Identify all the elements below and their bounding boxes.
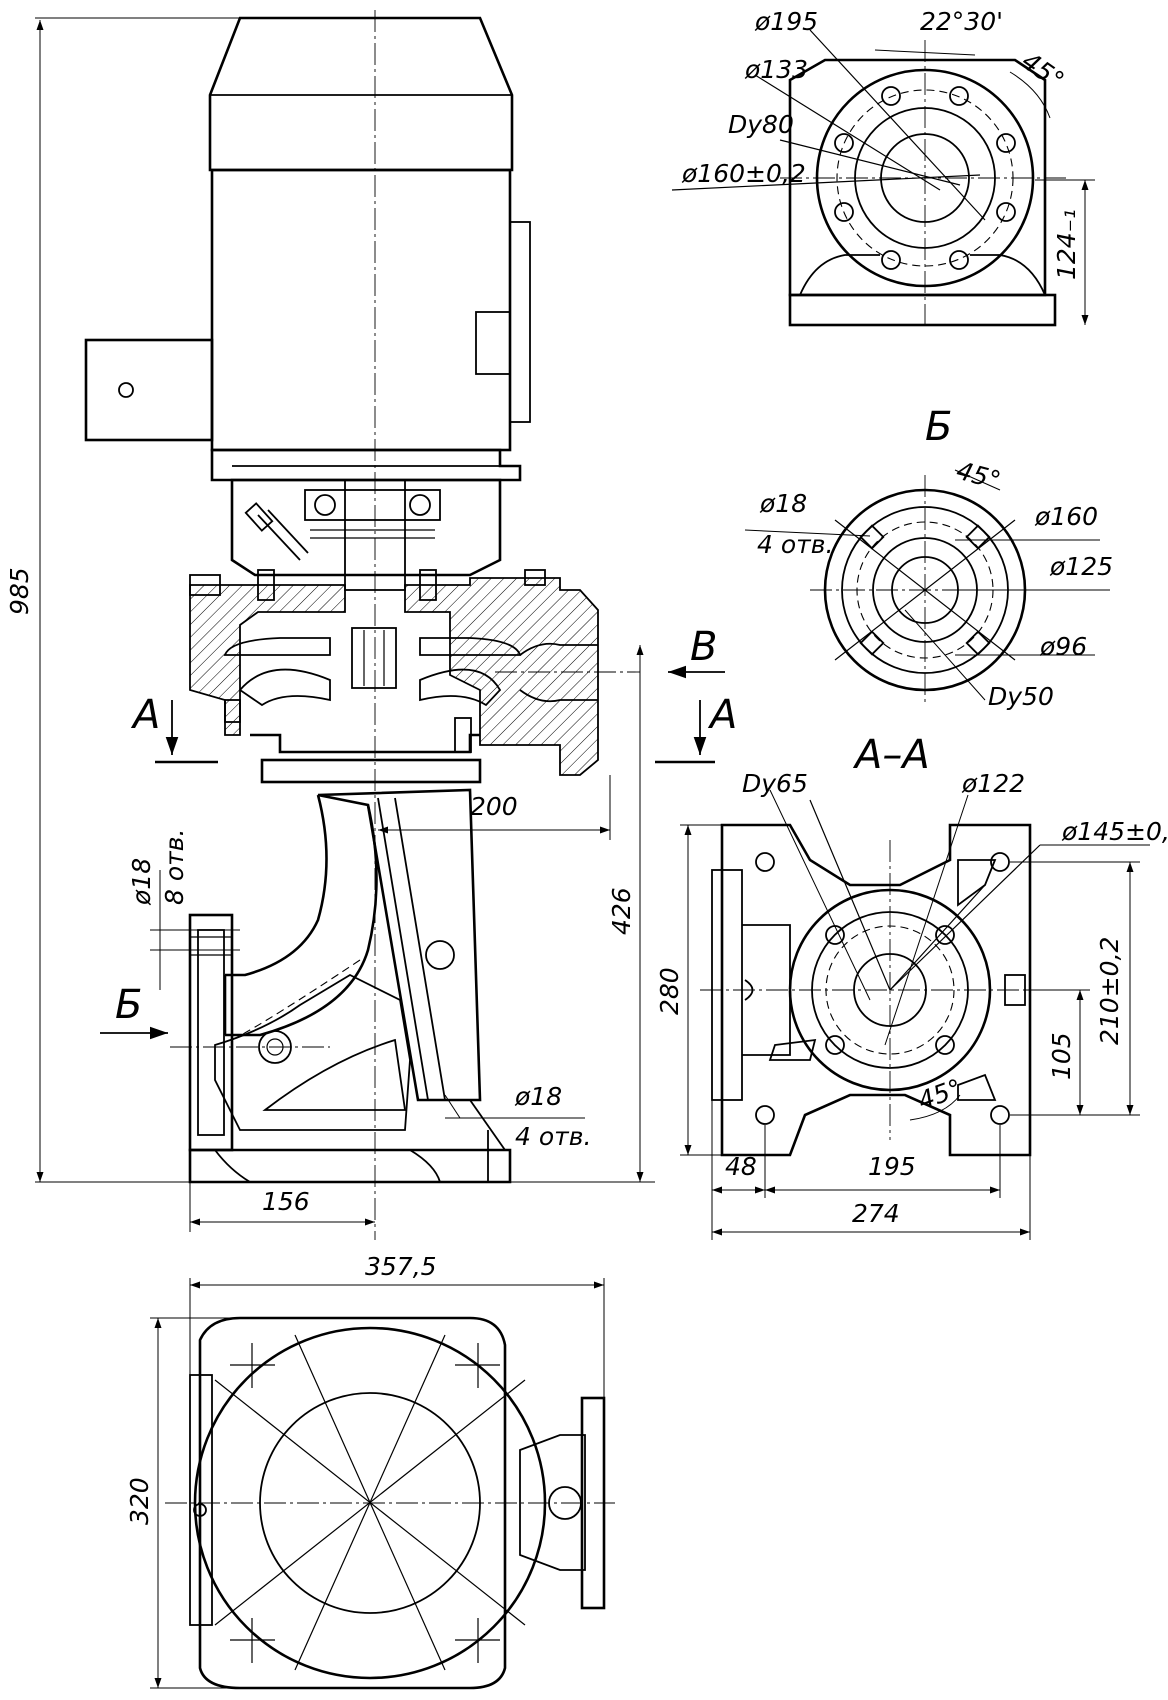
section-aa: А–А [655,732,1168,1240]
pump-casing-right [404,577,599,776]
aa-hole-spacing: 195 [868,1152,916,1181]
b-d125: ø125 [1049,552,1113,581]
plan-depth: 320 [125,1477,154,1525]
main-front-view: 985 426 200 156 ø18 8 отв. ø18 4 отв. А … [5,10,737,1240]
side-port [425,940,455,970]
b-d96: ø96 [1039,632,1087,661]
b-holes-diameter: ø18 [759,489,807,518]
outlet-bolt-holes [834,86,1016,270]
base-holes-count: 4 отв. [515,1122,591,1151]
base-holes-diameter: ø18 [514,1082,562,1111]
flange-holes-count: 8 отв. [160,829,189,905]
b-angle: 45° [953,456,1003,495]
pump-base [188,1148,512,1184]
aa-spacing: 210±0,2 [1095,937,1124,1045]
plan-outlet-neck [519,1434,586,1571]
terminal-box [84,338,214,442]
b-holes-count: 4 отв. [757,530,833,559]
aa-height: 280 [655,967,684,1015]
outlet-d195: ø195 [754,7,818,36]
aa-base-holes [755,852,1010,1125]
support-rib [214,973,411,1131]
view-v-label: В [690,624,717,670]
aa-width: 274 [852,1199,900,1228]
flange-holes-diameter: ø18 [127,858,156,906]
impeller-nut [351,627,397,689]
motor-body [210,168,512,452]
dim-inlet-height: 426 [607,887,636,935]
outlet-d160: ø160±0,2 [681,159,806,188]
outlet-angle-main: 22°30' [920,7,1003,36]
outlet-d133: ø133 [744,55,808,84]
section-aa-title: А–А [852,732,930,778]
plan-inlet-flange [189,1374,213,1626]
aa-half-spacing: 105 [1047,1032,1076,1080]
lantern-housing [230,478,502,577]
outlet-flange-view: ø195 ø133 Dy80 ø160±0,2 22°30' 45° 124₋₁ [671,7,1095,330]
outlet-dy80: Dy80 [728,110,794,139]
outlet-angle-45: 45° [1017,46,1070,95]
impeller-left [238,668,331,707]
inlet-pipe-bend [317,788,482,1102]
plan-base-outline [198,1316,507,1690]
motor-side-plate [509,221,531,423]
aa-edge: 48 [725,1152,757,1181]
impeller-right [419,668,502,707]
plan-view: 357,5 320 [125,1252,615,1690]
outlet-height: 124₋₁ [1052,209,1081,280]
section-a-right-label: А [707,692,737,738]
intermediate-flange [260,758,482,784]
section-a-left-label: А [130,692,160,738]
view-b: Б ø18 4 отв. ø160 ø125 ø96 Dy50 45° [744,404,1113,711]
aa-d122: ø122 [961,769,1025,798]
view-b-label: Б [115,982,142,1028]
b-bolt-holes [859,524,991,656]
view-b-title: Б [925,404,952,450]
b-d160: ø160 [1034,502,1098,531]
aa-flange-left [711,869,743,1101]
dim-base-half: 156 [262,1187,310,1216]
dim-outlet-offset: 200 [470,792,518,821]
motor-fan-cover [208,16,514,172]
pump-casing-left [189,584,346,736]
aa-dy65: Dy65 [742,769,808,798]
plan-width: 357,5 [365,1252,437,1281]
bearing [304,489,441,521]
b-dy50: Dy50 [988,682,1054,711]
aa-angle: 45° [914,1073,966,1115]
outlet-base [788,293,1057,327]
dim-overall-height: 985 [5,567,34,615]
aa-d145: ø145±0,2 [1061,817,1168,846]
motor-flange [210,448,522,482]
